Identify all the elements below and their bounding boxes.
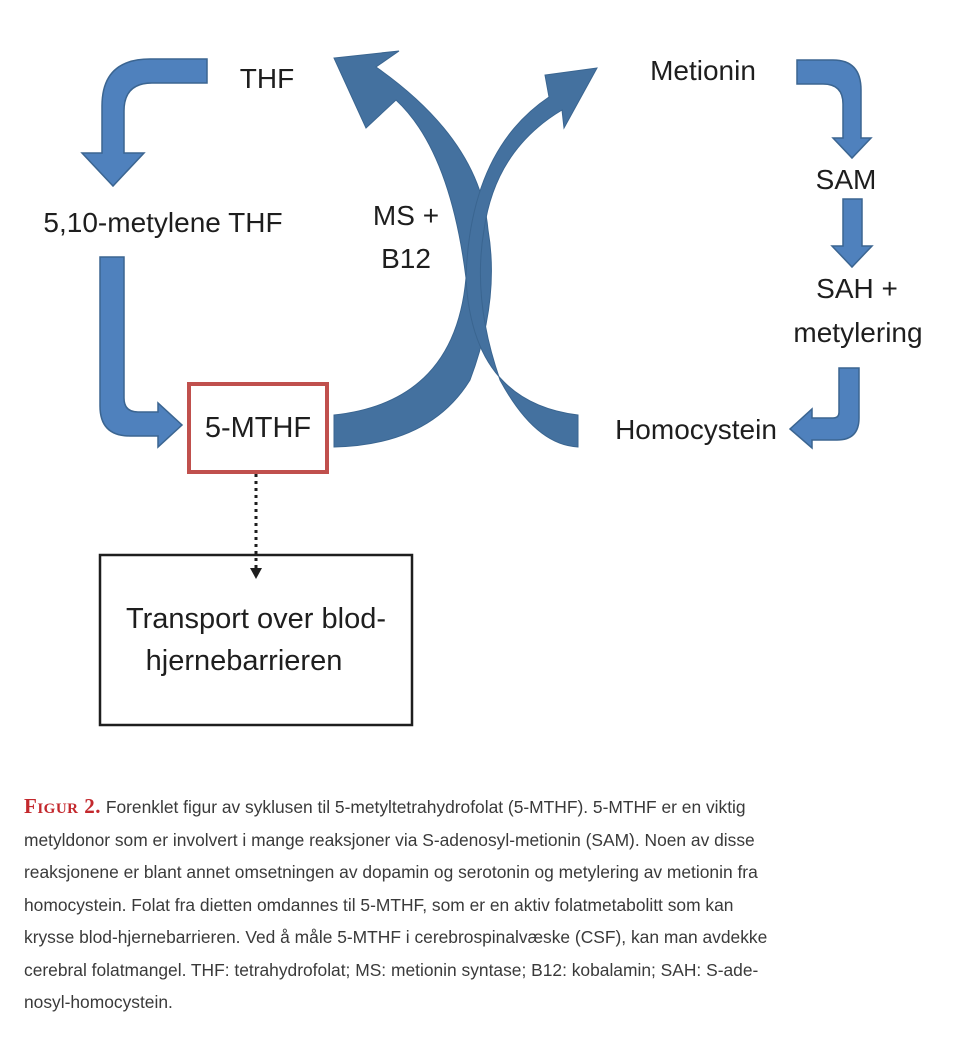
arrow-sam-to-sah	[830, 198, 874, 269]
arrow-mthf-to-thf-via-ms-b12	[333, 50, 492, 448]
ms-b12-label-line2: B12	[381, 243, 431, 274]
sam-label: SAM	[816, 164, 877, 195]
caption-line-4: homocystein. Folat fra dietten omdannes …	[24, 894, 734, 915]
sah-label-line1: SAH +	[816, 273, 898, 304]
figure-caption: Figur 2. Forenklet figur av syklusen til…	[24, 790, 934, 1019]
arrow-methylene-to-mthf	[99, 256, 184, 449]
homocystein-label: Homocystein	[615, 414, 777, 445]
caption-text-1: Forenklet figur av syklusen til 5-metylt…	[101, 797, 746, 817]
mthf-label: 5-MTHF	[205, 412, 311, 444]
caption-line-1: Figur 2. Forenklet figur av syklusen til…	[24, 790, 934, 824]
transport-box	[98, 553, 414, 727]
caption-line-6: cerebral folatmangel. THF: tetrahydrofol…	[24, 959, 759, 980]
caption-line-2: metyldonor som er involvert i mange reak…	[24, 829, 755, 850]
arrow-metionin-to-sam	[796, 59, 873, 160]
arrow-sah-to-homocystein	[788, 367, 860, 450]
ms-b12-label-line1: MS +	[373, 200, 439, 231]
metionin-label: Metionin	[650, 55, 756, 86]
transport-label-line1: Transport over blod-	[126, 603, 386, 635]
caption-line-7: nosyl-homocystein.	[24, 992, 173, 1012]
figure-label: Figur 2.	[24, 794, 101, 818]
transport-label-line2: hjernebarrieren	[146, 645, 343, 677]
caption-line-5: krysse blod-hjernebarrieren. Ved å måle …	[24, 927, 768, 947]
caption-line-3: reaksjonene er blant annet omsetningen a…	[24, 862, 758, 882]
thf-label: THF	[240, 63, 294, 94]
methylene-thf-label: 5,10-metylene THF	[43, 207, 282, 238]
arrow-thf-to-methylene	[80, 58, 208, 188]
sah-label-line2: metylering	[793, 317, 922, 348]
folate-cycle-diagram: 5-MTHF Transport over blod- hjernebarrie…	[43, 50, 923, 727]
arrow-homocystein-to-metionin	[465, 67, 598, 448]
dotted-connector-arrowhead	[250, 568, 262, 579]
mthf-box	[187, 382, 329, 474]
